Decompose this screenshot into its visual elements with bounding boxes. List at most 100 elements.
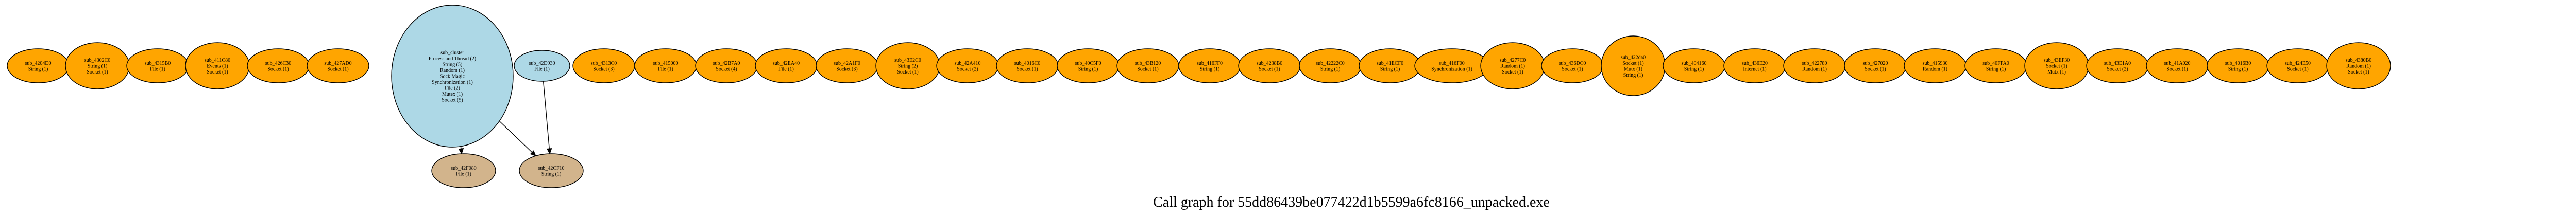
node-name-label: sub_427AD0 <box>324 61 351 66</box>
node-api-label: Random (1) <box>1500 64 1525 69</box>
node-api-label: String (1) <box>1078 66 1098 72</box>
node-name-label: sub_43E2C0 <box>894 58 921 63</box>
node-name-label: sub_427020 <box>1863 61 1888 66</box>
node-api-label: Socket (1) <box>1259 66 1280 72</box>
node-api-label: String (5) <box>443 62 463 68</box>
node-api-label: Socket (1) <box>267 66 289 72</box>
node-api-label: String (1) <box>541 171 562 177</box>
node-api-label: Socket (1) <box>1016 66 1038 72</box>
node-name-label: sub_cluster <box>440 50 464 56</box>
node-api-label: Socket (1) <box>1562 66 1583 72</box>
node-api-label: Socket (4) <box>716 66 737 72</box>
node-api-label: String (2) <box>898 64 918 69</box>
node-name-label: sub_40FFA0 <box>1982 61 2009 66</box>
node-name-label: sub_4313C0 <box>591 61 617 66</box>
node-api-label: String (1) <box>1200 66 1220 72</box>
node-name-label: sub_41ECF0 <box>1377 61 1403 66</box>
node-name-label: sub_43B120 <box>1135 61 1161 66</box>
node-name-label: sub_41A020 <box>2164 61 2190 66</box>
node-api-label: Socket (1) <box>2287 66 2308 72</box>
node-name-label: sub_415000 <box>653 61 679 66</box>
node-api-label: File (1) <box>150 66 165 72</box>
node-name-label: sub_42A1F0 <box>834 61 860 66</box>
node-api-label: File (1) <box>456 171 471 177</box>
node-api-label: Socket (1) <box>87 69 108 75</box>
node-api-label: Socket (1) <box>2166 66 2188 72</box>
node-name-label: sub_4277C0 <box>1500 58 1526 63</box>
edge-arrowhead <box>530 150 536 156</box>
node-api-label: Socket (1) <box>1865 66 1886 72</box>
node-api-label: String (1) <box>28 66 48 72</box>
node-name-label: sub_422780 <box>1802 61 1827 66</box>
node-ellipse <box>514 50 570 82</box>
node-name-label: sub_4380B0 <box>2346 58 2372 63</box>
node-name-label: sub_42F080 <box>451 166 476 171</box>
node-name-label: sub_42D930 <box>529 61 555 66</box>
node-api-label: Mutx (1) <box>1624 66 1642 72</box>
node-api-label: Socket (3) <box>593 66 614 72</box>
node-api-label: Random (1) <box>440 68 465 74</box>
node-name-label: sub_4238B0 <box>1257 61 1283 66</box>
node-name-label: sub_43EF30 <box>2044 58 2070 63</box>
node-api-label: Socket (1) <box>207 69 228 75</box>
node-api-label: Mutx (1) <box>2047 69 2066 75</box>
edges-layer <box>458 81 552 156</box>
node-api-label: Sock Magic <box>440 74 465 80</box>
node-api-label: Socket (2) <box>957 66 978 72</box>
node-name-label: sub_436E20 <box>1742 61 1768 66</box>
node-name-label: sub_42A410 <box>954 61 980 66</box>
node-api-label: File (2) <box>445 86 460 92</box>
edge-n6-n39 <box>499 120 533 153</box>
node-api-label: Socket (1) <box>897 69 918 75</box>
node-api-label: Socket (2) <box>2107 66 2128 72</box>
node-api-label: Synchronization (1) <box>432 80 473 85</box>
node-api-label: String (1) <box>1623 72 1643 78</box>
node-api-label: File (1) <box>658 66 673 72</box>
node-name-label: sub_415930 <box>1923 61 1948 66</box>
node-api-label: Socket (3) <box>836 66 857 72</box>
node-api-label: String (1) <box>1320 66 1341 72</box>
node-api-label: Random (1) <box>1923 66 1947 72</box>
node-api-label: Internet (1) <box>1743 66 1766 72</box>
node-ellipse <box>431 153 496 188</box>
node-api-label: Socket (1) <box>2046 64 2067 69</box>
node-name-label: sub_416FF0 <box>1197 61 1223 66</box>
node-api-label: Synchronization (1) <box>1431 66 1472 72</box>
node-ellipse <box>2326 42 2391 89</box>
node-api-label: String (1) <box>2228 66 2248 72</box>
node-name-label: sub_40C5F0 <box>1075 61 1101 66</box>
node-api-label: Process and Thread (2) <box>429 56 476 62</box>
node-name-label: sub_4016C0 <box>1014 61 1041 66</box>
node-api-label: Socket (1) <box>1502 69 1523 75</box>
